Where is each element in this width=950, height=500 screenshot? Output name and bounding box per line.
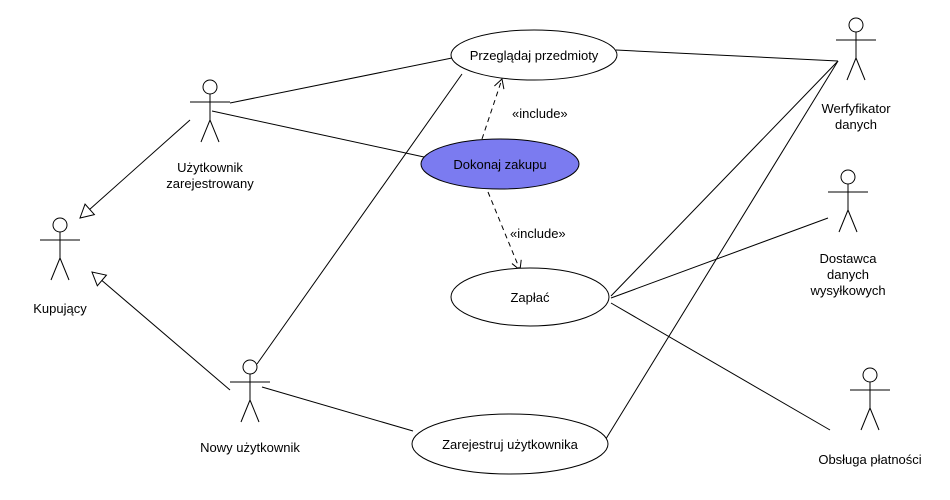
actor-head: [848, 17, 864, 33]
actor-kupujacy[interactable]: Kupujący: [33, 217, 87, 316]
use-case-ellipse: [411, 413, 609, 475]
actor-head: [862, 367, 878, 383]
association-nowy-zarejestruj: [261, 386, 414, 432]
generalization-nowy-kupujacy: [91, 271, 231, 391]
use-case-label: Zapłać: [510, 290, 550, 305]
association-zaplac-werfyfikator: [610, 60, 839, 297]
actor-left-leg: [200, 119, 211, 143]
association-zaplac-obsluga: [610, 302, 831, 431]
association-zaplac-dostawca: [610, 217, 829, 299]
actor-right-leg: [847, 209, 858, 233]
use-case-label: Zarejestruj użytkownika: [442, 437, 579, 452]
use-case-label: Dokonaj zakupu: [453, 157, 546, 172]
include-label: «include»: [510, 226, 566, 241]
actor-label: Dostawca: [819, 251, 877, 266]
actor-label: Kupujący: [33, 301, 87, 316]
actor-nowy[interactable]: Nowy użytkownik: [200, 359, 300, 455]
actor-head: [840, 169, 856, 185]
actor-head: [52, 217, 68, 233]
use-case-zaplac[interactable]: Zapłać: [450, 267, 610, 327]
use-case-ellipse: [450, 29, 618, 81]
use-case-dokonaj[interactable]: Dokonaj zakupu: [420, 138, 580, 190]
actor-label: danych: [835, 117, 877, 132]
actor-label: zarejestrowany: [166, 176, 254, 191]
use-case-przegladaj[interactable]: Przeglądaj przedmioty: [450, 29, 618, 81]
actor-head: [242, 359, 258, 375]
actor-label: wysyłkowych: [809, 283, 885, 298]
actor-left-leg: [860, 407, 871, 431]
include-label: «include»: [512, 106, 568, 121]
actor-head: [202, 79, 218, 95]
association-uzytkownik-przegladaj: [229, 57, 453, 104]
actor-left-leg: [846, 57, 857, 81]
actor-label: Werfyfikator: [821, 101, 891, 116]
use-case-zarejestruj[interactable]: Zarejestruj użytkownika: [411, 413, 609, 475]
association-zarejestruj-werfyfikator: [603, 60, 839, 443]
actor-label: Obsługa płatności: [818, 452, 921, 467]
actor-obsluga[interactable]: Obsługa płatności: [818, 367, 922, 467]
use-case-ellipse: [450, 267, 610, 327]
generalization-uzytkownik-kupujacy: [79, 119, 191, 219]
association-uzytkownik-dokonaj: [211, 110, 425, 158]
use-case-ellipse: [420, 138, 580, 190]
actor-right-leg: [249, 399, 260, 423]
actor-right-leg: [59, 257, 70, 281]
actor-left-leg: [838, 209, 849, 233]
actor-right-leg: [209, 119, 220, 143]
actor-right-leg: [855, 57, 866, 81]
association-przegladaj-werfyfikator: [615, 49, 839, 62]
actor-label: danych: [827, 267, 869, 282]
actor-right-leg: [869, 407, 880, 431]
actor-left-leg: [240, 399, 251, 423]
actor-left-leg: [50, 257, 61, 281]
relations-layer: «include» «include»: [79, 49, 839, 443]
association-nowy-przegladaj: [256, 73, 463, 365]
actor-label: Nowy użytkownik: [200, 440, 300, 455]
include-arrow-dokonaj-przegladaj: [481, 78, 505, 140]
actor-label: Użytkownik: [177, 160, 243, 175]
use-case-label: Przeglądaj przedmioty: [470, 48, 599, 63]
